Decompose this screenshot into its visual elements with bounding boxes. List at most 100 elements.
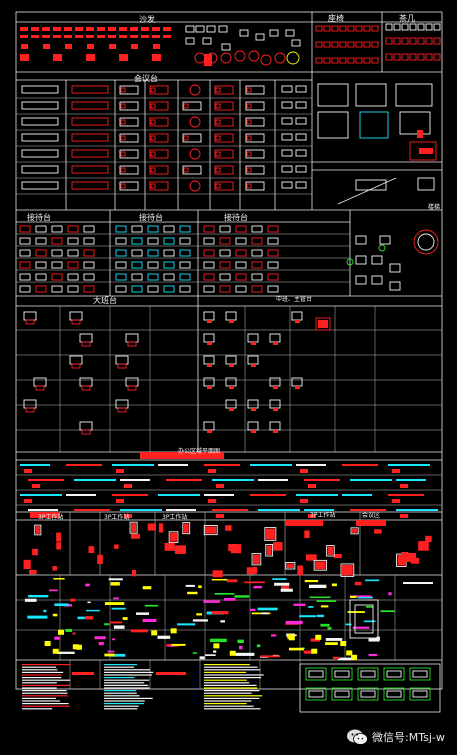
reception-desk-symbol <box>267 285 279 293</box>
reception-desk-symbol <box>51 225 63 233</box>
chair-symbol <box>207 430 212 433</box>
spec-line <box>204 690 260 692</box>
detail-line <box>28 595 49 598</box>
spec-line <box>204 669 261 671</box>
meeting-table-symbol <box>182 133 202 143</box>
floor-plan-symbol <box>317 111 349 139</box>
workstation-symbol <box>300 499 308 503</box>
sofa-symbol <box>195 25 205 33</box>
detail-block <box>229 650 236 656</box>
workstation-symbol <box>212 570 223 578</box>
chair-symbol <box>150 119 156 125</box>
detail-line <box>327 627 332 630</box>
detail-line <box>234 595 250 598</box>
tea-table-symbol <box>433 53 441 61</box>
detail-line <box>256 644 261 648</box>
workstation-line <box>388 464 430 466</box>
detail-block <box>44 641 51 647</box>
workstation-plan-symbol <box>412 690 428 698</box>
floor-plan-symbol <box>419 148 433 154</box>
detail-line <box>260 655 280 658</box>
meeting-table-symbol <box>295 149 307 157</box>
spec-line <box>104 682 145 684</box>
meeting-table-symbol <box>295 133 307 141</box>
detail-line <box>214 592 235 595</box>
label-section-banner: 办公区域平面图 <box>178 448 221 455</box>
reception-desk-symbol <box>51 261 63 269</box>
detail-line <box>331 583 337 587</box>
workstation-symbol <box>158 523 164 533</box>
reception-desk-symbol <box>235 249 247 257</box>
reception-desk-symbol <box>203 249 215 257</box>
workstation-symbol <box>97 554 103 565</box>
detail-line <box>272 578 287 580</box>
detail-line <box>109 653 126 657</box>
reception-desk-symbol <box>147 273 159 281</box>
detail-block <box>340 641 347 647</box>
sofa-symbol <box>20 27 28 31</box>
detail-line <box>274 582 290 586</box>
workstation-symbol <box>132 569 137 577</box>
armchair-symbol <box>220 52 232 64</box>
section-tag <box>356 520 386 526</box>
chair-symbol <box>273 342 278 345</box>
chair-symbol <box>378 244 386 252</box>
workstation-line <box>74 479 116 481</box>
workstation-line <box>166 509 196 511</box>
spec-line <box>104 703 145 705</box>
round-table-symbol <box>189 180 201 192</box>
sofa-symbol <box>31 35 39 38</box>
chair-symbol <box>150 87 156 93</box>
workstation-plan-symbol <box>331 687 353 701</box>
reception-desk-symbol <box>147 261 159 269</box>
workstation-symbol <box>164 542 175 551</box>
chair-symbol <box>120 87 126 93</box>
workstation-symbol <box>253 554 260 564</box>
meeting-table-symbol <box>214 117 234 127</box>
sofa-symbol <box>141 35 149 38</box>
chair-symbol <box>371 41 379 48</box>
chair-symbol <box>246 119 252 125</box>
detail-line <box>104 653 115 657</box>
stair-symbol <box>355 179 387 191</box>
reception-desk-symbol <box>19 249 31 257</box>
chair-symbol <box>71 319 81 325</box>
reception-desk-symbol <box>371 275 383 285</box>
meeting-table-symbol <box>281 181 293 189</box>
reception-desk-symbol <box>115 261 127 269</box>
reception-desk-symbol <box>251 225 263 233</box>
frame-box <box>15 11 443 690</box>
reception-desk-symbol <box>179 237 191 245</box>
label-work-1: 3P工作站 <box>38 514 64 521</box>
sofa-symbol <box>109 44 116 49</box>
spec-line <box>22 695 68 697</box>
chair-symbol <box>215 119 221 125</box>
spec-line <box>104 666 135 668</box>
workstation-plan-symbol <box>409 687 431 701</box>
workstation-plan-symbol <box>334 690 350 698</box>
workstation-plan-symbol <box>308 670 324 678</box>
detail-line <box>198 585 202 589</box>
chair-symbol <box>251 430 256 433</box>
workstation-symbol <box>205 526 217 534</box>
reception-desk-symbol <box>219 261 231 269</box>
reception-desk-symbol <box>219 273 231 281</box>
reception-desk-symbol <box>355 235 367 245</box>
detail-line <box>104 623 110 626</box>
workstation-symbol <box>116 499 124 503</box>
chair-symbol <box>183 167 189 173</box>
detail-line <box>104 602 125 606</box>
round-table-symbol <box>189 148 201 160</box>
detail-line <box>345 623 352 626</box>
spec-line <box>22 682 57 684</box>
detail-line <box>185 584 195 587</box>
meeting-table-symbol <box>295 117 307 125</box>
sofa-symbol <box>153 44 160 49</box>
sofa-symbol <box>86 54 95 61</box>
reception-desk-symbol <box>115 225 127 233</box>
sofa-symbol <box>43 44 50 49</box>
spec-line <box>104 669 151 671</box>
chair-symbol <box>215 183 221 189</box>
detail-line <box>350 595 357 599</box>
reception-desk-symbol <box>51 249 63 257</box>
